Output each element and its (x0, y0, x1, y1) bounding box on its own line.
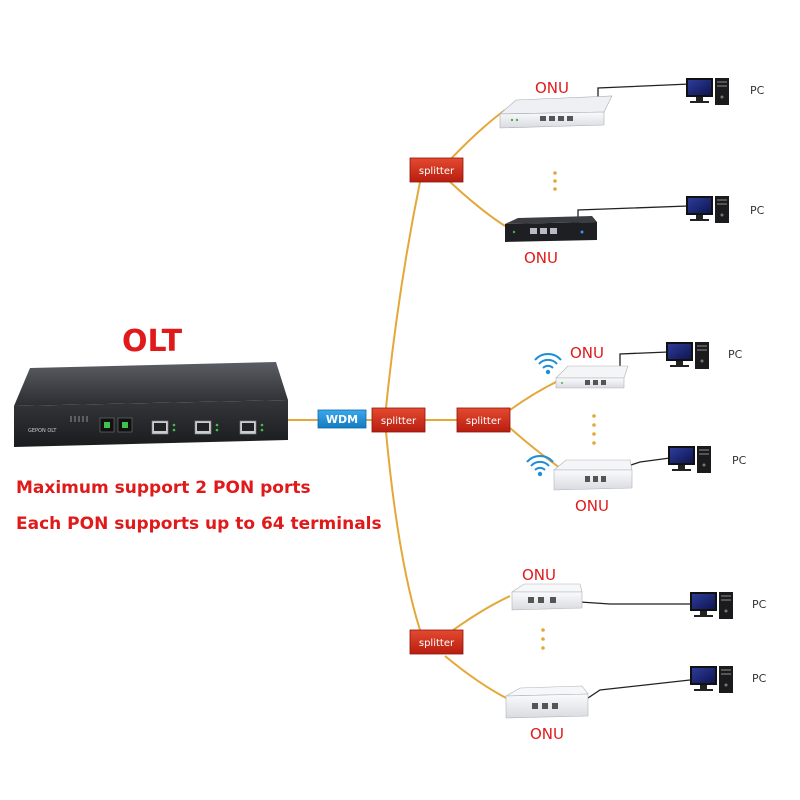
fiber-top-onu1 (447, 109, 506, 163)
olt-chassis-front (14, 400, 288, 447)
olt-device: GEPON OLT (14, 362, 288, 447)
onu-mid-1 (555, 365, 629, 389)
ellipsis-bottom (541, 628, 545, 650)
cable-bot-1 (579, 601, 690, 605)
pc-top-2-label: PC (750, 204, 765, 217)
olt-ethernet-ports (151, 420, 257, 435)
pc-top-1-label: PC (750, 84, 765, 97)
olt-brand: GEPON OLT (28, 428, 57, 434)
cable-mid-1 (619, 351, 669, 368)
pc-bot-2-label: PC (752, 672, 767, 685)
wifi-icon (534, 352, 562, 376)
onu-bot-2-label: ONU (530, 725, 564, 743)
olt-pon-ports (99, 417, 133, 433)
pc-icon (686, 196, 729, 223)
onu-top-1 (499, 95, 613, 129)
fiber-links (288, 109, 561, 701)
pc-icon (668, 446, 711, 473)
olt-chassis-top (14, 362, 288, 406)
pc-mid-1-label: PC (728, 348, 743, 361)
fiber-main-to-top-splitter (385, 181, 421, 409)
splitter-main: splitter (371, 407, 426, 433)
wdm-label: WDM (326, 413, 358, 426)
pc-bot-1-label: PC (752, 598, 767, 611)
onu-mid-2 (553, 459, 633, 491)
pc-mid-2-label: PC (732, 454, 747, 467)
splitter-middle-label: splitter (466, 416, 502, 427)
fiber-mid-onu2 (509, 427, 561, 469)
onu-mid-1-label: ONU (570, 344, 604, 362)
onu-bot-2 (505, 685, 589, 719)
ethernet-cables (577, 83, 691, 701)
pc-icon (690, 592, 733, 619)
wdm-box: WDM (317, 409, 367, 429)
onu-bot-1 (511, 583, 583, 611)
ellipsis-middle (592, 414, 596, 445)
fiber-top-onu2 (447, 179, 506, 227)
cable-top-1 (597, 83, 691, 102)
cable-bot-2 (584, 679, 691, 701)
splitter-bottom-label: splitter (419, 638, 455, 649)
note-line-1: Maximum support 2 PON ports (16, 478, 311, 498)
onu-mid-2-label: ONU (575, 497, 609, 515)
splitter-bottom: splitter (409, 629, 464, 655)
ellipsis-top (553, 171, 557, 191)
onu-top-2 (505, 216, 597, 242)
splitter-main-label: splitter (381, 416, 417, 427)
onu-bot-1-label: ONU (522, 566, 556, 584)
cable-mid-2 (627, 457, 671, 467)
splitter-top: splitter (409, 157, 464, 183)
fiber-mid-onu1 (509, 379, 561, 411)
ellipsis-dots (541, 171, 596, 650)
note-line-2: Each PON supports up to 64 terminals (16, 514, 382, 534)
fiber-main-to-bottom-splitter (385, 431, 421, 631)
fiber-bot-onu2 (444, 655, 511, 701)
onu-top-2-label: ONU (524, 249, 558, 267)
splitter-top-label: splitter (419, 166, 455, 177)
splitter-middle: splitter (456, 407, 511, 433)
pc-icon (686, 78, 729, 105)
onu-top-1-label: ONU (535, 79, 569, 97)
olt-status-leds (172, 423, 264, 432)
olt-title: OLT (122, 324, 183, 359)
wifi-icon (526, 454, 554, 478)
pc-icon (690, 666, 733, 693)
pc-icon (666, 342, 709, 369)
